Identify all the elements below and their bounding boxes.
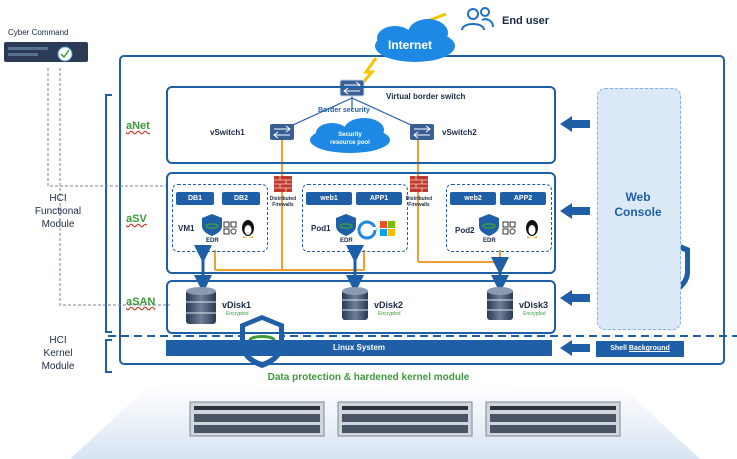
cyber-line-2 (59, 68, 170, 306)
pod1-group (302, 184, 408, 252)
link-vswitch2 (351, 97, 423, 131)
asan-label: aSAN (126, 296, 156, 308)
asan-box (166, 280, 556, 334)
vm1-group (172, 184, 268, 252)
asv-box (166, 172, 556, 274)
vswitch1-label: vSwitch1 (210, 128, 245, 137)
disk-icon-2 (342, 287, 368, 320)
tag-db2[interactable]: DB2 (222, 192, 260, 205)
edr-shield-icon-2 (336, 214, 356, 236)
windows-icon (380, 221, 395, 236)
cyber-command-device (4, 42, 88, 62)
tag-app2[interactable]: APP2 (500, 192, 546, 205)
server-icon-3 (485, 401, 621, 437)
disk-icon-3 (487, 287, 513, 320)
cyber-line-1 (47, 68, 170, 187)
border-security-label: Border security (318, 107, 370, 114)
firewall-icon-1 (274, 176, 292, 192)
firewall-icon-2 (410, 176, 428, 192)
cyber-command-label: Cyber Command (8, 28, 69, 37)
internet-label: Internet (388, 38, 433, 52)
vdisk3-label: vDisk3 (519, 300, 549, 310)
shell-background-button[interactable]: Shell Background (596, 341, 684, 357)
virtual-border-switch-label: Virtual border switch (386, 92, 466, 101)
vswitch2-label: vSwitch2 (442, 128, 477, 137)
hci-functional-label: HCI Functional Module (34, 193, 82, 230)
lightning-bolt-1 (358, 57, 378, 87)
vm1-label: VM1 (178, 224, 195, 233)
pod2-group (446, 184, 552, 252)
internet-cloud-icon (375, 19, 455, 62)
tag-db1[interactable]: DB1 (176, 192, 214, 205)
functional-bracket (105, 94, 112, 333)
encrypted-label-1: Encrypted (226, 311, 249, 317)
footer-caption: Data protection & hardened kernel module (267, 372, 470, 383)
linux-icon-2 (526, 220, 538, 238)
edr-shield-icon-3 (479, 214, 499, 236)
edr-label-3: EDR (483, 238, 496, 244)
distributed-firewalls-label-1: Distributed Firewalls (269, 196, 297, 208)
kernel-bracket (105, 339, 112, 373)
vdisk1-label: vDisk1 (222, 300, 252, 310)
vswitch1-icon (270, 124, 294, 140)
border-switch-icon (339, 79, 365, 97)
asv-label: aSV (126, 213, 147, 225)
encrypted-label-3: Encrypted (523, 311, 546, 317)
linux-icon-1 (242, 220, 254, 238)
side-arrows (560, 116, 590, 356)
disk-icon-1 (186, 287, 216, 324)
link-vswitch1 (281, 97, 353, 131)
tag-web1[interactable]: web1 (306, 192, 352, 205)
encrypted-label-2: Encrypted (378, 311, 401, 317)
web-console-box[interactable] (597, 88, 681, 330)
pod2-label: Pod2 (455, 226, 475, 235)
linux-system-bar: Linux System (166, 340, 552, 356)
apps-grid-icon-2 (502, 221, 516, 235)
security-pool-cloud-icon (310, 118, 390, 153)
distributed-firewalls-label-2: Distributed Firewalls (405, 196, 433, 208)
tag-web2[interactable]: web2 (450, 192, 496, 205)
server-icon-2 (337, 401, 473, 437)
anet-label: aNet (126, 120, 150, 132)
hci-kernel-label: HCI Kernel Module (41, 335, 75, 372)
edr-shield-icon-1 (202, 214, 222, 236)
anet-box (166, 86, 556, 164)
web-console-label: Web Console (614, 190, 662, 219)
security-pool-label: Security resource pool (330, 132, 370, 146)
vswitch2-icon (410, 124, 434, 140)
edr-label-1: EDR (206, 238, 219, 244)
apps-grid-icon-1 (223, 221, 237, 235)
end-user-label: End user (502, 15, 550, 27)
pod1-label: Pod1 (311, 224, 331, 233)
vdisk2-label: vDisk2 (374, 300, 404, 310)
end-user-icon (461, 7, 494, 31)
edge-icon (357, 220, 377, 240)
server-icon-1 (189, 401, 325, 437)
edr-label-2: EDR (340, 238, 353, 244)
tag-app1[interactable]: APP1 (356, 192, 402, 205)
